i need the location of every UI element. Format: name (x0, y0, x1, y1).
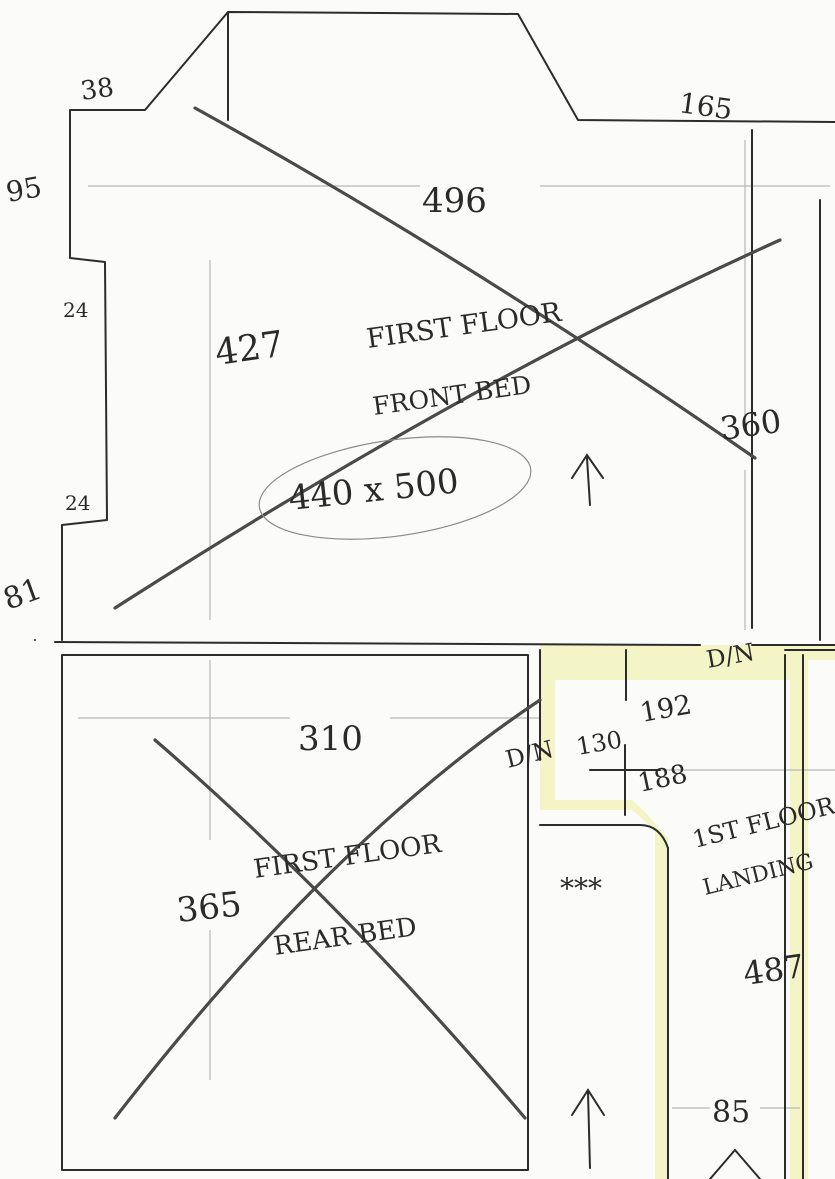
landing-highlight (540, 645, 835, 1179)
size-circle (258, 436, 532, 540)
landing-dim-a: 192 (638, 689, 694, 728)
dim-left-upper: 95 (3, 170, 44, 209)
dim-height: 427 (213, 324, 287, 374)
rear-cross-stroke-2 (113, 698, 542, 1120)
guide-lines (78, 140, 835, 1109)
front-room-title-1: FIRST FLOOR (365, 297, 564, 355)
landing-dim-length: 487 (741, 947, 807, 993)
dim-right: 360 (718, 402, 784, 448)
dim-top-left: 38 (79, 73, 116, 107)
rear-room-title-1: FIRST FLOOR (252, 829, 445, 885)
arrows (571, 453, 761, 1179)
front-room-size: 440 x 500 (287, 461, 461, 519)
landing-up-arrow (571, 1088, 605, 1169)
front-up-arrow (571, 453, 604, 506)
front-room-title-2: FRONT BED (371, 370, 533, 421)
landing-stars: *** (560, 872, 602, 905)
dim-left-step1: 24 (63, 298, 88, 322)
walls (34, 11, 835, 1179)
landing-dim-b: 130 (574, 725, 624, 761)
landing-title-1: 1ST FLOOR (690, 791, 835, 854)
rear-cross-stroke-1 (153, 738, 527, 1120)
front-cross-stroke-1 (193, 106, 757, 460)
rear-dim-height: 365 (175, 884, 244, 931)
dim-width: 496 (422, 181, 487, 221)
dim-left-step2: 24 (65, 491, 90, 515)
front-cross-stroke-2 (113, 238, 782, 610)
dim-left-lower: 81 (0, 572, 47, 618)
rear-bedroom-labels: 310 365 FIRST FLOOR REAR BED (175, 719, 445, 962)
front-bedroom-outline (61, 11, 835, 641)
landing-dim-c: 188 (635, 759, 690, 799)
rear-dim-width: 310 (298, 719, 363, 759)
dim-top-right: 165 (677, 86, 735, 126)
rear-bedroom-outline (61, 654, 529, 1171)
front-bedroom-labels: 38 165 95 496 24 427 360 24 81 FIRST FLO… (0, 73, 784, 618)
cross-out-marks (113, 106, 782, 1120)
landing-dim-width: 85 (712, 1095, 750, 1130)
